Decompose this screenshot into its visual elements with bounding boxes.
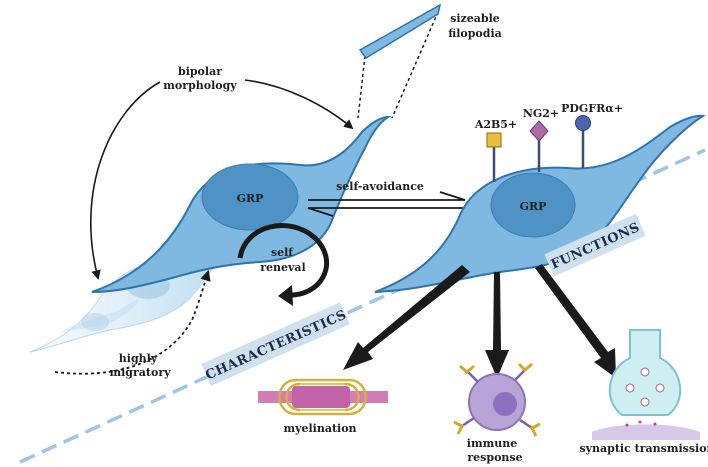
marker-ng2: NG2+ [523, 107, 559, 172]
self-renewal-label-2: reneval [260, 261, 306, 274]
immune-cell-icon: immune response [453, 362, 541, 464]
marker-pdgfra: PDGFRα+ [561, 102, 623, 168]
marker-label-ng2: NG2+ [523, 107, 559, 120]
migratory-label-2: migratory [109, 366, 171, 379]
bipolar-arrow-right [244, 79, 354, 130]
bipolar-label-2: morphology [163, 79, 237, 92]
self-renewal-arrowhead [278, 285, 293, 306]
filopodia-label-1: sizeable [450, 12, 500, 25]
self-avoidance-arrow-right [308, 191, 466, 201]
marker-label-a2b5: A2B5+ [474, 118, 517, 131]
filopodia-inset: sizeable filopodia [357, 3, 502, 119]
bipolar-label-1: bipolar [178, 65, 222, 78]
grp-label-left: GRP [237, 192, 264, 205]
grp-label-right: GRP [520, 200, 547, 213]
grp-cell-left: GRP [91, 115, 392, 293]
migratory-arrow [54, 269, 211, 375]
myelination-icon: myelination [258, 378, 388, 435]
bipolar-arrow-left [90, 81, 161, 280]
self-renewal-arrow [237, 223, 329, 298]
self-avoidance-label: self-avoidance [336, 180, 424, 193]
myelination-label: myelination [283, 422, 356, 435]
characteristics-banner: CHARACTERISTICS [201, 302, 350, 386]
characteristics-label: CHARACTERISTICS [203, 308, 349, 384]
immune-label-2: response [467, 451, 522, 464]
nucleus-right [490, 172, 576, 238]
self-avoidance-arrow-left [307, 207, 465, 217]
marker-a2b5: A2B5+ [474, 118, 517, 182]
immune-label-1: immune [467, 437, 517, 450]
function-arrows [343, 264, 616, 378]
nucleus-left [201, 163, 299, 231]
self-renewal-label-1: self [271, 246, 294, 259]
marker-label-pdgfra: PDGFRα+ [561, 102, 623, 115]
filopodia-label-2: filopodia [448, 27, 502, 40]
synaptic-label: synaptic transmission [579, 442, 708, 455]
migratory-label-1: highly [119, 352, 158, 365]
grp-cell-right: GRP [374, 114, 706, 293]
synapse-icon: synaptic transmission [579, 329, 708, 455]
